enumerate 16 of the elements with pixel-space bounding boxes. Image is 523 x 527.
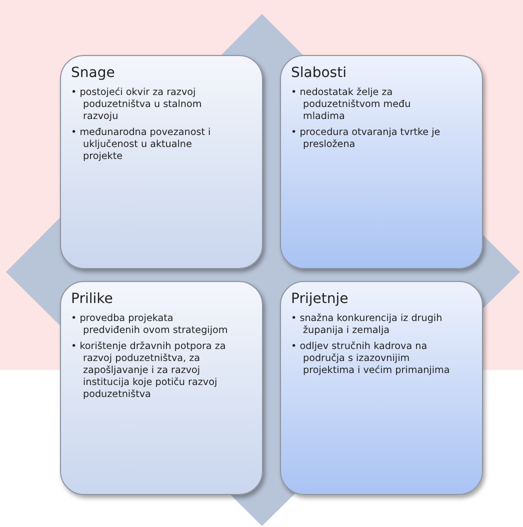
bullet-text: • provedba projekata predviđenih ovom strategijom — [71, 313, 229, 337]
quadrant-box — [60, 55, 263, 269]
bullet-text: • nedostatak želje za poduzetništvom među mladima — [291, 87, 412, 123]
bullet-text: • procedura otvaranja tvrtke je presložena — [291, 127, 442, 151]
box-heading: Prilike — [71, 291, 114, 307]
box-heading: Snage — [71, 65, 116, 81]
bullet-text: • odljev stručnih kadrova na područja s izazovnijim projektima i većim primanjima — [291, 341, 451, 377]
bullet-text: • međunarodna povezanost i uključenost u aktualne projekte — [71, 127, 212, 163]
bullet-text: • postojeći okvir za razvoj poduzetništva u stalnom razvoju — [71, 87, 203, 123]
quadrant-box — [280, 281, 483, 495]
box-heading: Slabosti — [291, 65, 348, 81]
box-heading: Prijetnje — [291, 291, 350, 307]
bullet-text: • korištenje državnih potpora za razvoj poduzetništva, za zapošljavanje i za razvoj institucija koje potiču razvoj poduzetništva — [71, 341, 227, 401]
bullet-text: • snažna konkurencija iz drugih županija i zemalja — [291, 313, 444, 337]
quadrant-box — [60, 281, 263, 495]
quadrant-box — [280, 55, 483, 269]
